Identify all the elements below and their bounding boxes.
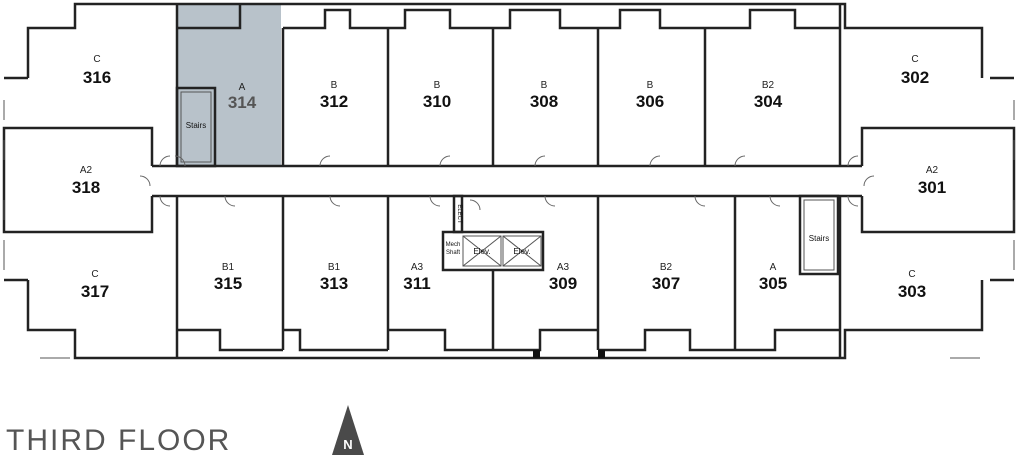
outer-wall-top	[26, 2, 984, 78]
unit-number: 313	[320, 274, 348, 293]
wall	[388, 8, 493, 30]
wall	[388, 328, 493, 352]
unit-313[interactable]: B1 313	[320, 262, 348, 293]
unit-314-highlight	[177, 4, 281, 166]
unit-314[interactable]: A 314	[228, 82, 257, 112]
unit-type-label: B	[647, 80, 654, 91]
wall	[735, 328, 840, 352]
unit-type-label: B2	[660, 262, 673, 273]
unit-type-label: A	[239, 82, 246, 93]
unit-type-label: A2	[926, 165, 939, 176]
unit-type-label: A2	[80, 165, 93, 176]
wall	[705, 8, 840, 30]
unit-number: 301	[918, 178, 946, 197]
unit-312[interactable]: B 312	[320, 80, 348, 111]
column	[533, 350, 540, 358]
unit-type-label: B1	[328, 262, 341, 273]
doors	[139, 155, 875, 211]
elevator-1-label: Elev.	[473, 247, 490, 256]
unit-number: 317	[81, 282, 109, 301]
elevator-2-cross	[502, 235, 542, 267]
north-arrow-shape	[332, 405, 364, 455]
mech-label: Mech	[446, 242, 461, 248]
wall	[177, 4, 242, 30]
unit-316[interactable]: C 316	[83, 54, 111, 87]
outer-wall-bottom	[26, 280, 984, 360]
unit-number: 307	[652, 274, 680, 293]
wall	[283, 8, 388, 30]
window-marks	[3, 100, 1015, 359]
elevator-1	[462, 235, 502, 267]
wall	[493, 8, 598, 30]
unit-type-label: B	[541, 80, 548, 91]
unit-318[interactable]: A2 318	[72, 165, 100, 197]
stairs-west-outline	[175, 86, 217, 168]
unit-304[interactable]: B2 304	[754, 80, 783, 111]
unit-301[interactable]: A2 301	[918, 165, 946, 197]
unit-307[interactable]: B2 307	[652, 262, 680, 293]
elevator-core	[441, 230, 545, 272]
stairs-west-label: Stairs	[186, 121, 206, 130]
unit-number: 306	[636, 92, 664, 111]
stairs-east-inner	[803, 199, 835, 271]
unit-number: 308	[530, 92, 558, 111]
electrical-room	[452, 194, 464, 234]
unit-315[interactable]: B1 315	[214, 262, 242, 293]
unit-302[interactable]: C 302	[901, 54, 929, 87]
unit-type-label: C	[911, 54, 918, 65]
unit-number: 310	[423, 92, 451, 111]
unit-number: 318	[72, 178, 100, 197]
unit-type-label: A3	[557, 262, 570, 273]
unit-number: 316	[83, 68, 111, 87]
wall	[283, 328, 388, 352]
unit-type-label: C	[91, 269, 98, 280]
wall	[598, 328, 735, 352]
unit-type-label: A3	[411, 262, 424, 273]
unit-type-label: C	[908, 269, 915, 280]
elevator-2	[502, 235, 542, 267]
unit-number: 309	[549, 274, 577, 293]
column	[598, 350, 605, 358]
north-label: N	[343, 437, 352, 452]
electrical-label: ELECT	[456, 204, 462, 224]
unit-type-label: B2	[762, 80, 775, 91]
unit-318-wall	[2, 126, 154, 234]
unit-number: 315	[214, 274, 242, 293]
unit-306[interactable]: B 306	[636, 80, 664, 111]
unit-type-label: B1	[222, 262, 235, 273]
unit-number: 312	[320, 92, 348, 111]
stairs-east-label: Stairs	[809, 234, 829, 243]
unit-303[interactable]: C 303	[898, 269, 926, 301]
unit-type-label: B	[331, 80, 338, 91]
unit-308[interactable]: B 308	[530, 80, 558, 111]
north-arrow-icon: N	[332, 405, 364, 455]
wall	[177, 328, 283, 352]
unit-305[interactable]: A 305	[759, 262, 787, 293]
elevator-2-label: Elev.	[513, 247, 530, 256]
unit-number: 314	[228, 93, 257, 112]
shaft-label: Shaft	[446, 250, 460, 256]
unit-311[interactable]: A3 311	[403, 262, 430, 293]
unit-number: 311	[403, 274, 430, 293]
unit-317[interactable]: C 317	[81, 269, 109, 301]
wall	[598, 8, 705, 30]
unit-number: 304	[754, 92, 783, 111]
unit-type-label: B	[434, 80, 441, 91]
unit-number: 305	[759, 274, 787, 293]
wall	[493, 328, 598, 352]
stairs-east-outline	[798, 194, 840, 276]
stairs-west-inner	[180, 91, 212, 163]
floor-title: THIRD FLOOR	[6, 424, 232, 457]
unit-type-label: C	[93, 54, 100, 65]
unit-number: 302	[901, 68, 929, 87]
unit-number: 303	[898, 282, 926, 301]
unit-type-label: A	[770, 262, 777, 273]
unit-310[interactable]: B 310	[423, 80, 451, 111]
elevator-1-cross	[462, 235, 502, 267]
unit-309[interactable]: A3 309	[549, 262, 577, 293]
unit-301-wall	[860, 126, 1016, 234]
